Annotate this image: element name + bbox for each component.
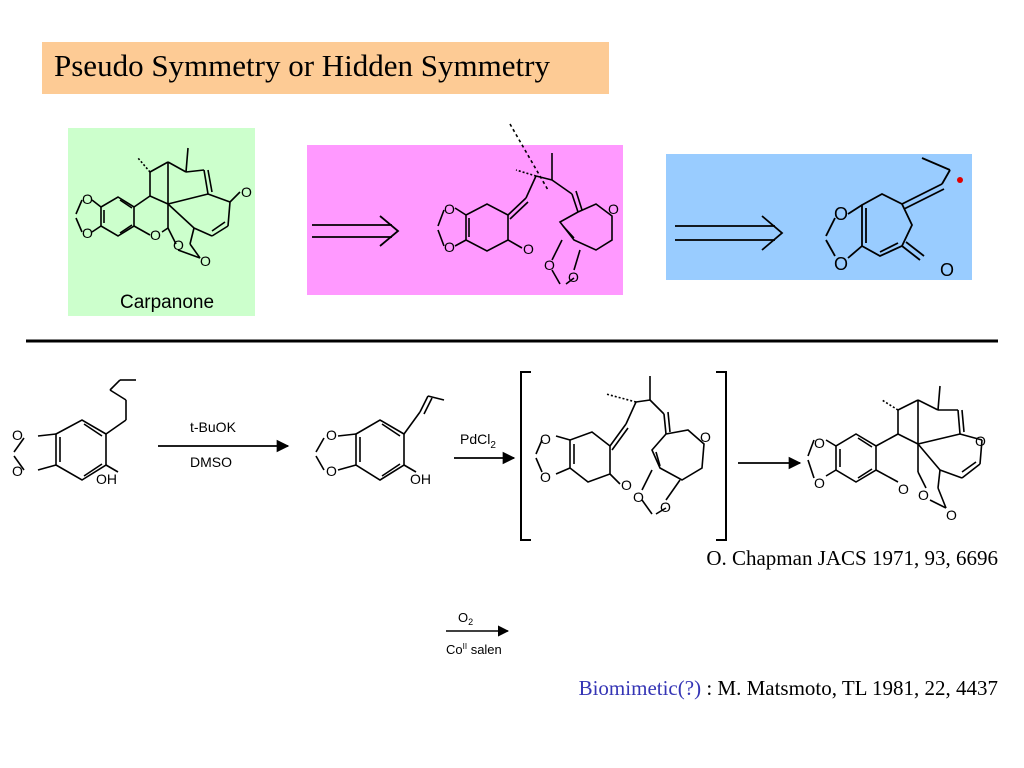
carpanone-product-structure bbox=[807, 385, 983, 509]
retro-arrow-1 bbox=[312, 215, 400, 247]
atom-o: O bbox=[150, 227, 161, 243]
atom-o: O bbox=[568, 269, 579, 285]
atom-o: O bbox=[700, 429, 711, 445]
atom-o: O bbox=[444, 239, 455, 255]
atom-o: O bbox=[946, 507, 957, 523]
atom-o: O bbox=[241, 184, 252, 200]
retro-arrow-2 bbox=[675, 215, 784, 251]
atom-o: O bbox=[898, 481, 909, 497]
precursor-panel bbox=[666, 154, 972, 280]
atom-o: O bbox=[82, 191, 93, 207]
biomimetic-label: Biomimetic(?) bbox=[578, 676, 702, 700]
atom-o: O bbox=[814, 435, 825, 451]
intermediate-panel bbox=[307, 145, 623, 295]
atom-o: O bbox=[940, 260, 954, 280]
atom-o: O bbox=[12, 427, 23, 443]
atom-o: O bbox=[633, 489, 644, 505]
carpanone-label: Carpanone bbox=[120, 292, 214, 313]
target-panel bbox=[68, 128, 255, 316]
bracket-left bbox=[520, 371, 531, 541]
atom-o: O bbox=[12, 463, 23, 479]
atom-o: O bbox=[608, 201, 619, 217]
bracket-right bbox=[716, 371, 727, 541]
reagent-o2: O2 bbox=[458, 610, 473, 627]
atom-o: O bbox=[540, 431, 551, 447]
atom-o: O bbox=[540, 469, 551, 485]
reference-chapman: O. Chapman JACS 1971, 93, 6696 bbox=[706, 546, 998, 570]
page-title: Pseudo Symmetry or Hidden Symmetry bbox=[42, 42, 609, 94]
propenyl-phenol-structure bbox=[315, 395, 445, 481]
bracketed-intermediate-structure bbox=[535, 376, 705, 515]
reference-matsumoto-text: : M. Matsmoto, TL 1981, 22, 4437 bbox=[701, 676, 998, 700]
reagent-pdcl2: PdCl2 bbox=[460, 431, 496, 451]
atom-o: O bbox=[82, 225, 93, 241]
atom-o: O bbox=[834, 204, 848, 224]
atom-o: O bbox=[200, 253, 211, 269]
radical-dot bbox=[957, 177, 963, 183]
atom-o: O bbox=[834, 254, 848, 274]
atom-o: O bbox=[326, 427, 337, 443]
atom-oh: OH bbox=[96, 471, 117, 487]
atom-o: O bbox=[544, 257, 555, 273]
atom-o: O bbox=[918, 487, 929, 503]
atom-o: O bbox=[444, 201, 455, 217]
precursor-structure bbox=[825, 157, 951, 261]
allyl-phenol-structure bbox=[13, 379, 136, 481]
reference-matsumoto: Biomimetic(?) : M. Matsmoto, TL 1981, 22… bbox=[579, 676, 998, 701]
atom-o: O bbox=[523, 241, 534, 257]
atom-o: O bbox=[660, 499, 671, 515]
atom-oh: OH bbox=[410, 471, 431, 487]
reagent-co-salen: CoII salen bbox=[446, 642, 502, 657]
carpanone-structure bbox=[75, 147, 241, 259]
reagent-dmso: DMSO bbox=[190, 454, 232, 470]
atom-o: O bbox=[326, 463, 337, 479]
atom-o: O bbox=[621, 477, 632, 493]
reagent-tbuok: t-BuOK bbox=[190, 419, 237, 435]
atom-o: O bbox=[975, 433, 986, 449]
intermediate-structure bbox=[437, 123, 613, 285]
atom-o: O bbox=[814, 475, 825, 491]
atom-o: O bbox=[173, 237, 184, 253]
